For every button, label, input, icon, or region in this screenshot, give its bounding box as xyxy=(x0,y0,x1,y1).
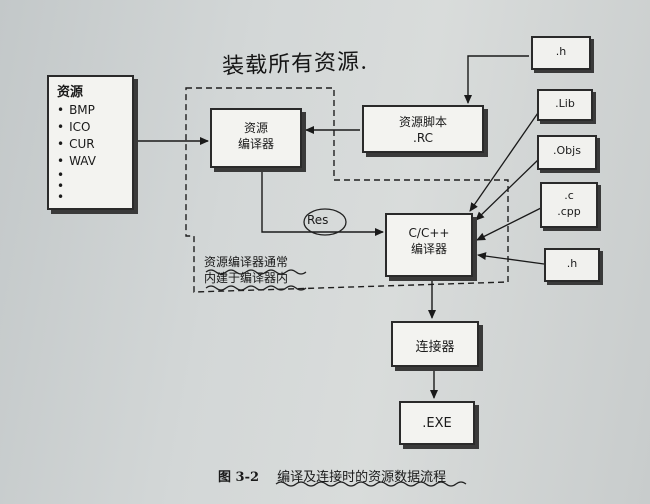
circle-res xyxy=(303,208,347,236)
cpp-compiler-box: C/C++ 编译器 xyxy=(385,213,473,277)
source-files-box: .c .cpp xyxy=(540,182,598,228)
arrow-h-to-script xyxy=(464,55,529,104)
arrow-objs-to-cpp xyxy=(475,157,541,221)
resource-script-line2: .RC xyxy=(413,131,433,145)
resource-compiler-box: 资源 编译器 xyxy=(210,108,302,168)
cpp-compiler-line2: 编译器 xyxy=(410,242,447,256)
ellipsis-dot: • xyxy=(57,168,65,182)
exe-box: .EXE xyxy=(399,401,475,445)
note-line2: 内建于编译器内 xyxy=(204,271,289,285)
note-line1: 资源编译器通常 xyxy=(204,255,289,269)
arrow-cpp-src-to-cpp xyxy=(476,207,542,241)
resource-item-wav: WAV xyxy=(57,153,132,170)
compiler-note: 资源编译器通常 内建于编译器内 xyxy=(204,254,324,286)
resource-script-line1: 资源脚本 xyxy=(398,115,447,129)
dashed-region-outline xyxy=(185,87,509,293)
resource-compiler-line2: 编译器 xyxy=(237,137,274,151)
arrow-lib-to-cpp xyxy=(469,109,541,212)
resource-item-bmp: BMP xyxy=(57,102,132,119)
resource-script-box: 资源脚本 .RC xyxy=(362,105,484,153)
resource-compiler-line1: 资源 xyxy=(243,121,268,135)
figure-number: 图 3-2 xyxy=(218,470,260,485)
objs-box: .Objs xyxy=(537,135,597,170)
squiggle-note-2 xyxy=(205,285,307,291)
squiggle-caption xyxy=(275,481,467,487)
linker-box: 连接器 xyxy=(391,321,479,367)
linker-label: 连接器 xyxy=(415,340,455,355)
arrow-compiler-to-cpp xyxy=(261,170,384,236)
ellipsis-dot: • xyxy=(57,179,65,193)
res-label: Res xyxy=(307,213,329,227)
objs-label: .Objs xyxy=(553,144,581,157)
lib-box: .Lib xyxy=(537,89,593,121)
header-file-box-bottom: .h xyxy=(544,248,600,282)
arrow-h2-to-cpp xyxy=(477,252,545,265)
resources-title: 资源 xyxy=(57,85,84,100)
c-label: .c xyxy=(564,189,574,202)
header-file-label-top: .h xyxy=(555,45,567,58)
squiggle-note-1 xyxy=(205,269,307,275)
resource-item-cur: CUR xyxy=(57,136,132,153)
figure-caption-text: 编译及连接时的资源数据流程 xyxy=(277,470,447,485)
exe-label: .EXE xyxy=(422,416,452,431)
header-file-box-top: .h xyxy=(531,36,591,70)
cpp-compiler-line1: C/C++ xyxy=(408,226,450,240)
resource-item-ico: ICO xyxy=(57,119,132,136)
handwritten-note: 装载所有资源. xyxy=(221,49,369,80)
figure-caption: 图 3-2 编译及连接时的资源数据流程 xyxy=(218,466,446,485)
ellipsis-dot: • xyxy=(57,190,65,204)
resources-box: 资源 BMP ICO CUR WAV • • • xyxy=(47,75,134,210)
cpp-label: .cpp xyxy=(557,205,581,218)
header-file-label-bottom: .h xyxy=(566,257,578,270)
lib-label: .Lib xyxy=(555,97,575,110)
